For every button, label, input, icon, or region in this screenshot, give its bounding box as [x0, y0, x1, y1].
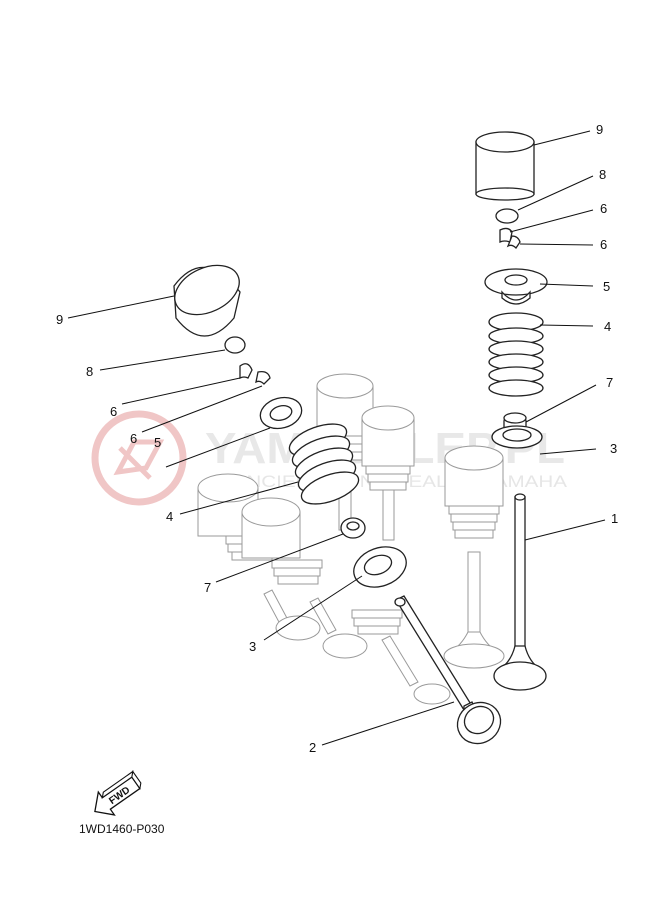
left-valve-stack: [173, 264, 502, 745]
callout-intake-valve: 1: [611, 511, 618, 526]
valve-lifter-left: [173, 264, 241, 337]
watermark-logo-icon: [91, 410, 187, 506]
valve-stem-seal-left: [340, 517, 366, 539]
ghost-valve: [443, 445, 505, 669]
callout-seal-right: 7: [606, 375, 613, 390]
callout-exhaust-valve: 2: [309, 740, 316, 755]
shim-left: [224, 336, 246, 354]
intake-valve: [493, 493, 547, 691]
callout-spring-left: 4: [166, 509, 173, 524]
valve-spring-right: [488, 312, 544, 397]
callout-retainer-right: 5: [603, 279, 610, 294]
ghost-valve: [351, 609, 451, 705]
callout-cotter-right-b: 6: [600, 237, 607, 252]
exhaust-valve: [394, 595, 502, 745]
callout-seal-left: 7: [204, 580, 211, 595]
ghost-valve: [361, 405, 415, 541]
spring-retainer-right: [484, 268, 548, 305]
spring-retainer-left: [259, 396, 303, 430]
shim-right: [495, 208, 519, 224]
callout-cotter-right-a: 6: [600, 201, 607, 216]
leader-lines: [67, 130, 606, 746]
valve-cotter-left: [239, 363, 271, 385]
valve-cotter-right: [499, 227, 521, 250]
ghost-valve: [241, 497, 368, 659]
callout-cotter-left-a: 6: [110, 404, 117, 419]
callout-shim-right: 8: [599, 167, 606, 182]
spring-seat-left: [353, 546, 407, 588]
fwd-arrow-icon: FWD: [94, 770, 142, 816]
diagram-code: 1WD1460-P030: [79, 822, 165, 836]
callout-retainer-left: 5: [154, 435, 161, 450]
callout-spring-right: 4: [604, 319, 611, 334]
callout-shim-left: 8: [86, 364, 93, 379]
spring-seat-right: [491, 425, 543, 449]
callout-lifter-right: 9: [596, 122, 603, 137]
valve-lifter-right: [475, 131, 535, 201]
valve-spring-left: [288, 423, 360, 505]
callout-seat-left: 3: [249, 639, 256, 654]
callout-cotter-left-b: 6: [130, 431, 137, 446]
callout-seat-right: 3: [610, 441, 617, 456]
callout-lifter-left: 9: [56, 312, 63, 327]
right-valve-stack: [475, 131, 548, 691]
callout-labels: 9 8 6 6 5 4 7 3 1 9 8 6 6 5 4 7 3 2: [56, 122, 618, 755]
